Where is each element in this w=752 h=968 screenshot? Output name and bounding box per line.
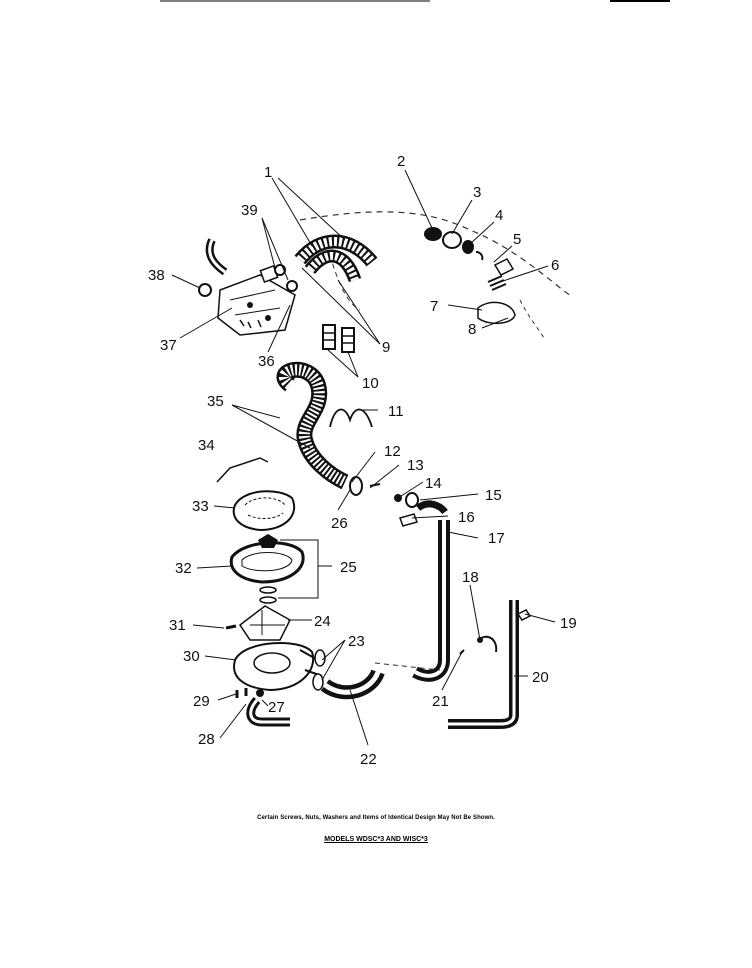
callout-38: 38 xyxy=(148,267,165,284)
tub-outline-dashed-3 xyxy=(519,299,546,341)
drain-hose-corrugated xyxy=(276,361,349,490)
callout-5: 5 xyxy=(513,231,521,248)
callout-21: 21 xyxy=(432,693,449,710)
models-caption: MODELS WDSC*3 AND WISC*3 xyxy=(324,836,428,843)
fill-hose-assembly xyxy=(294,234,378,283)
impeller xyxy=(225,605,291,641)
callout-2: 2 xyxy=(397,153,405,170)
hose-clip xyxy=(329,408,373,428)
callout-33: 33 xyxy=(192,498,209,515)
callout-24: 24 xyxy=(314,613,331,630)
callout-22: 22 xyxy=(360,751,377,768)
drain-hose-j xyxy=(412,520,450,682)
callout-3: 3 xyxy=(473,184,481,201)
callout-labels: 1 2 3 4 5 6 7 8 9 10 11 12 13 14 15 16 1… xyxy=(148,153,577,768)
callout-7: 7 xyxy=(430,298,438,315)
callout-6: 6 xyxy=(551,257,559,274)
callout-37: 37 xyxy=(160,337,177,354)
callout-9: 9 xyxy=(382,339,390,356)
drain-hose-l xyxy=(448,600,519,729)
leader-lines xyxy=(171,169,556,746)
callout-14: 14 xyxy=(425,475,442,492)
callout-11: 11 xyxy=(388,403,404,420)
callout-1: 1 xyxy=(264,164,272,181)
hose-connectors xyxy=(322,324,355,353)
callout-32: 32 xyxy=(175,560,192,577)
footnote-note: Certain Screws, Nuts, Washers and Items … xyxy=(257,815,495,821)
callout-20: 20 xyxy=(532,669,549,686)
callout-39: 39 xyxy=(241,202,258,219)
callout-31: 31 xyxy=(169,617,186,634)
callout-28: 28 xyxy=(198,731,215,748)
callout-25: 25 xyxy=(340,559,357,576)
pump-fasteners xyxy=(235,688,290,727)
callout-15: 15 xyxy=(485,487,502,504)
callout-4: 4 xyxy=(495,207,503,224)
tub-outline-dashed-2 xyxy=(329,254,361,311)
clamps xyxy=(459,609,532,655)
callout-13: 13 xyxy=(407,457,424,474)
pump-cover xyxy=(232,490,296,532)
callout-10: 10 xyxy=(362,375,379,392)
callout-17: 17 xyxy=(488,530,505,547)
callout-30: 30 xyxy=(183,648,200,665)
tub-outline-dashed xyxy=(299,211,571,296)
routing-dashed xyxy=(374,662,441,671)
top-edge-rule-left xyxy=(160,0,430,2)
callout-29: 29 xyxy=(193,693,210,710)
callout-34: 34 xyxy=(198,437,215,454)
wire-part xyxy=(216,457,269,483)
callout-36: 36 xyxy=(258,353,275,370)
callout-18: 18 xyxy=(462,569,479,586)
impeller-kit xyxy=(258,534,278,604)
callout-8: 8 xyxy=(468,321,476,338)
callout-35: 35 xyxy=(207,393,224,410)
top-edge-rule-right xyxy=(610,0,670,2)
callout-27: 27 xyxy=(268,699,285,716)
callout-12: 12 xyxy=(384,443,401,460)
callout-19: 19 xyxy=(560,615,577,632)
callout-23: 23 xyxy=(348,633,365,650)
callout-16: 16 xyxy=(458,509,475,526)
callout-26: 26 xyxy=(331,515,348,532)
pump-housing xyxy=(233,642,326,692)
fill-funnel-fittings xyxy=(424,227,516,324)
water-valve-assembly xyxy=(198,238,298,336)
